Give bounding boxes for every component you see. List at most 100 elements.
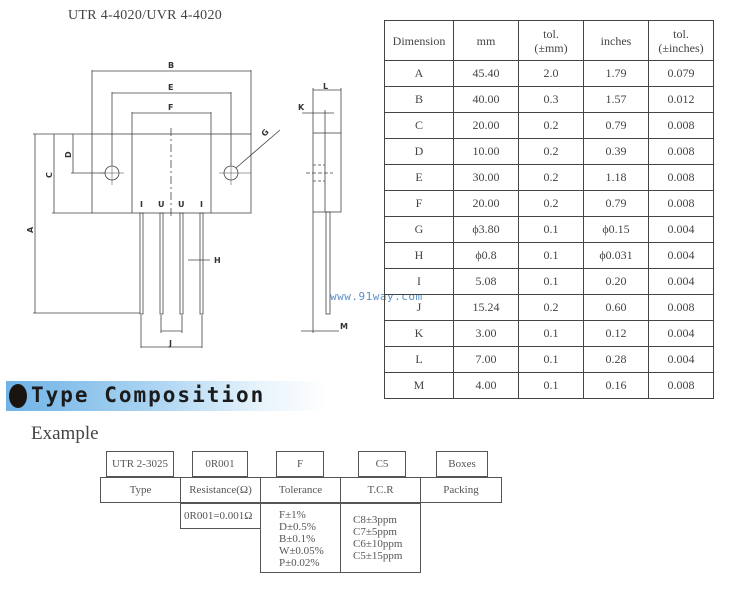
header-tol-inches: tol. (±inches) (648, 20, 714, 61)
front-body-outline (91, 133, 252, 214)
table-cell: 0.20 (583, 268, 649, 295)
label-resistance: Resistance(Ω) (180, 477, 261, 503)
header-tol-mm: tol. (±mm) (518, 20, 584, 61)
label-l: L (323, 82, 328, 91)
table-cell: 0.008 (648, 138, 714, 165)
table-cell: ϕ0.8 (453, 242, 519, 269)
table-cell: G (384, 216, 454, 243)
tolerance-option: D±0.5% (279, 521, 316, 533)
label-k: K (298, 103, 305, 112)
table-cell: 1.18 (583, 164, 649, 191)
table-cell: 0.008 (648, 294, 714, 321)
tolerance-option: B±0.1% (279, 533, 316, 545)
table-cell: K (384, 320, 454, 347)
label-c: C (45, 172, 54, 178)
table-cell: 0.2 (518, 190, 584, 217)
tolerance-option: W±0.05% (279, 545, 324, 557)
table-cell: 0.79 (583, 190, 649, 217)
pin-mark-2: U (158, 200, 165, 209)
table-cell: 0.2 (518, 138, 584, 165)
table-cell: B (384, 86, 454, 113)
table-cell: 0.079 (648, 60, 714, 87)
label-type: Type (100, 477, 181, 503)
table-cell: D (384, 138, 454, 165)
table-cell: 5.08 (453, 268, 519, 295)
label-packing: Packing (420, 477, 502, 503)
label-a: A (26, 226, 35, 233)
table-cell: 0.3 (518, 86, 584, 113)
table-header-row: Dimension mm tol. (±mm) inches tol. (±in… (384, 20, 714, 61)
side-pin (325, 211, 331, 315)
table-cell: 0.004 (648, 242, 714, 269)
table-cell: 0.60 (583, 294, 649, 321)
tolerance-options: F±1%D±0.5%B±0.1%W±0.05%P±0.02% (260, 503, 341, 573)
table-cell: 0.16 (583, 372, 649, 399)
header-dimension: Dimension (384, 20, 454, 61)
table-cell: E (384, 164, 454, 191)
document-title: UTR 4-4020/UVR 4-4020 (68, 8, 223, 23)
table-cell: 0.008 (648, 164, 714, 191)
header-inches: inches (583, 20, 649, 61)
pin-3 (179, 212, 184, 315)
table-cell: 0.1 (518, 372, 584, 399)
pin-4 (199, 212, 204, 315)
table-cell: 0.79 (583, 112, 649, 139)
table-cell: 0.1 (518, 268, 584, 295)
table-cell: 0.004 (648, 216, 714, 243)
table-cell: 0.004 (648, 346, 714, 373)
table-cell: 0.2 (518, 294, 584, 321)
table-cell: 3.00 (453, 320, 519, 347)
section-heading: Type Composition (31, 383, 266, 407)
label-f: F (168, 103, 173, 112)
table-cell: L (384, 346, 454, 373)
pin-2 (159, 212, 164, 315)
table-cell: 40.00 (453, 86, 519, 113)
table-cell: 45.40 (453, 60, 519, 87)
label-d: D (64, 151, 73, 158)
table-cell: F (384, 190, 454, 217)
header-tol-mm-text: tol. (±mm) (534, 26, 568, 55)
value-tcr: C5 (358, 451, 406, 477)
table-cell: ϕ3.80 (453, 216, 519, 243)
table-cell: 0.28 (583, 346, 649, 373)
table-cell: 0.008 (648, 190, 714, 217)
value-packing: Boxes (436, 451, 488, 477)
table-cell: 0.1 (518, 216, 584, 243)
pin-mark-3: U (178, 200, 185, 209)
pin-1 (139, 212, 144, 315)
table-cell: 20.00 (453, 190, 519, 217)
table-cell: J (384, 294, 454, 321)
header-mm: mm (453, 20, 519, 61)
tolerance-option: P±0.02% (279, 557, 320, 569)
table-cell: C (384, 112, 454, 139)
example-label: Example (31, 423, 99, 444)
section-banner (6, 381, 326, 411)
table-cell: M (384, 372, 454, 399)
table-cell: 10.00 (453, 138, 519, 165)
table-cell: 0.2 (518, 164, 584, 191)
table-cell: 30.00 (453, 164, 519, 191)
table-cell: 1.57 (583, 86, 649, 113)
table-cell: 0.12 (583, 320, 649, 347)
table-cell: H (384, 242, 454, 269)
resistance-note: 0R001=0.001Ω (180, 503, 261, 529)
tcr-option: C7±5ppm (353, 526, 397, 538)
table-cell: 0.2 (518, 112, 584, 139)
tcr-option: C5±15ppm (353, 550, 403, 562)
dimension-table: Dimension mm tol. (±mm) inches tol. (±in… (384, 20, 714, 399)
value-tolerance: F (276, 451, 324, 477)
table-cell: I (384, 268, 454, 295)
value-type: UTR 2-3025 (106, 451, 174, 477)
label-m: M (340, 322, 348, 331)
